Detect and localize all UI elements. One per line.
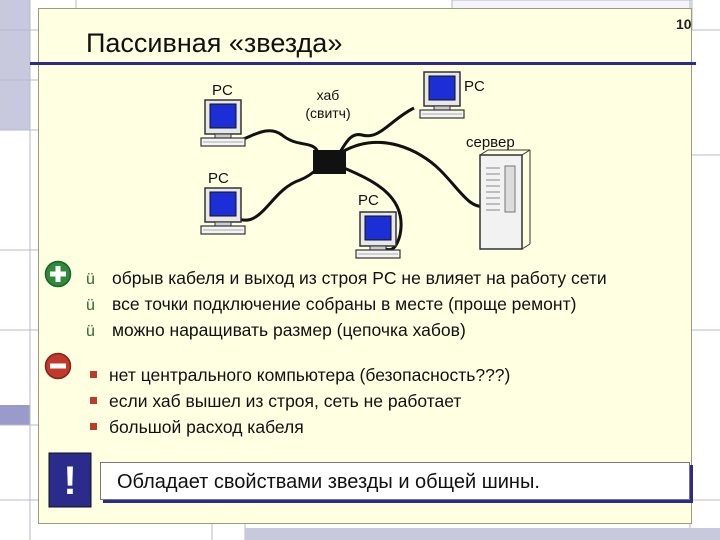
plus-icon (44, 260, 72, 288)
pc-top-right-label: PC (464, 78, 485, 95)
pc-top-left-label: PC (212, 82, 233, 99)
hub-label: хаб (свитч) (298, 86, 358, 122)
pc-mid-left-icon (200, 187, 246, 235)
square-bullet-icon (90, 371, 97, 379)
title-underline (30, 62, 696, 65)
cable-pc-mid-left (235, 166, 320, 222)
slide-number: 10 (676, 16, 692, 32)
cons-list: нет центрального компьютера (безопасност… (86, 362, 510, 440)
pc-top-left-icon (200, 99, 246, 147)
svg-text:!: ! (63, 459, 76, 503)
server-icon (479, 149, 531, 250)
square-bullet-icon (90, 397, 97, 405)
pc-bottom-icon (355, 211, 401, 259)
summary-note: Обладает свойствами звезды и общей шины. (100, 462, 690, 500)
cable-server (341, 141, 487, 208)
server-label: сервер (466, 134, 515, 151)
hub-label-line1: хаб (316, 87, 340, 103)
check-icon: ü (86, 297, 95, 314)
list-item: нет центрального компьютера (безопасност… (86, 362, 510, 388)
pc-top-right-icon (419, 71, 465, 119)
list-item: если хаб вышел из строя, сеть не работае… (86, 388, 510, 414)
minus-icon (44, 352, 72, 380)
check-icon: ü (86, 323, 95, 340)
square-bullet-icon (90, 423, 97, 431)
hub-box (313, 150, 346, 174)
hub-label-line2: (свитч) (305, 105, 351, 121)
pc-mid-left-label: PC (208, 170, 229, 187)
list-item: большой расход кабеля (86, 414, 510, 440)
check-icon: ü (86, 271, 95, 288)
pc-bottom-label: PC (358, 192, 379, 209)
page-title: Пассивная «звезда» (86, 28, 343, 58)
exclamation-icon: ! (48, 452, 92, 508)
cable-pc-top-right (338, 106, 415, 153)
content-panel (38, 8, 692, 524)
